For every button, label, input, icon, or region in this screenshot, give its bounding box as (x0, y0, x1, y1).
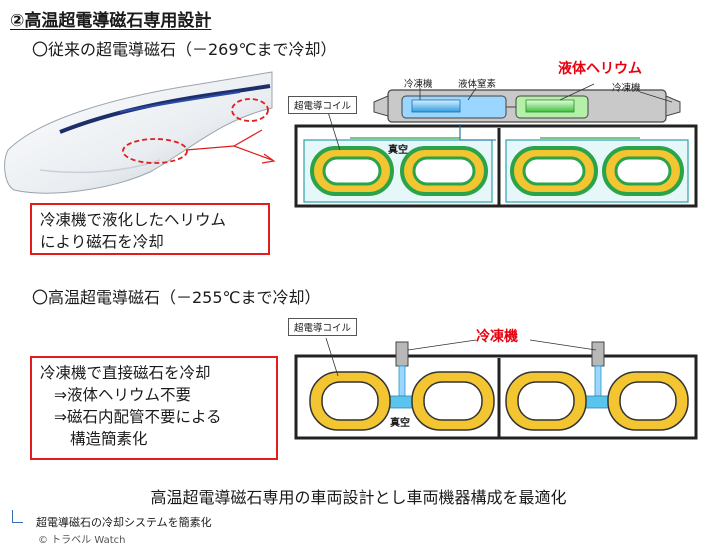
image-caption: 超電導磁石の冷却システムを簡素化 (36, 516, 212, 529)
hts-coil-2 (411, 371, 495, 431)
section2-heading: 〇高温超電導磁石（－255℃まで冷却） (32, 288, 321, 307)
section1-note-line-2: により磁石を冷却 (40, 233, 164, 251)
conventional-magnet-diagram (294, 83, 698, 208)
image-credit: © トラベル Watch (38, 535, 126, 546)
section1-vacuum-label: 真空 (388, 145, 408, 156)
page-title: ②高温超電導磁石専用設計 (10, 11, 212, 31)
coil-2 (400, 146, 488, 196)
section2-note-line-4: 構造簡素化 (70, 430, 148, 448)
section1-heading: 〇従来の超電導磁石（－269℃まで冷却） (32, 40, 337, 59)
section1-note-line-1: 冷凍機で液化したヘリウム (40, 211, 227, 229)
section1-nitrogen-label: 液体窒素 (458, 79, 497, 90)
section1-cooler-right-label: 冷凍機 (612, 83, 641, 94)
section1-note: 冷凍機で液化したヘリウム により磁石を冷却 (30, 203, 270, 255)
hts-magnet-diagram (294, 337, 698, 440)
hts-coil-3 (505, 371, 587, 431)
highlight-ellipse-2 (231, 98, 269, 122)
section1-cooler-left-label: 冷凍機 (404, 79, 433, 90)
section1-coil-label: 超電導コイル (288, 96, 358, 114)
section2-note: 冷凍機で直接磁石を冷却 ⇒液体ヘリウム不要 ⇒磁石内配管不要による 構造簡素化 (30, 356, 278, 460)
section2-vacuum-label: 真空 (390, 418, 410, 429)
section2-note-line-1: 冷凍機で直接磁石を冷却 (40, 364, 211, 382)
section2-coil-label: 超電導コイル (288, 318, 358, 336)
hts-coil-4 (607, 371, 689, 431)
coil-3 (510, 146, 598, 196)
section2-note-line-3: ⇒磁石内配管不要による (54, 408, 222, 426)
summary-text: 高温超電導磁石専用の車両設計とし車両機器構成を最適化 (150, 488, 567, 507)
coil-1 (310, 146, 394, 196)
maglev-train-image (4, 71, 276, 194)
hts-coil-1 (309, 371, 391, 431)
section2-cooler-label: 冷凍機 (476, 329, 518, 345)
section1-helium-label: 液体ヘリウム (558, 61, 642, 77)
coil-4 (602, 146, 684, 196)
highlight-ellipse-1 (122, 138, 188, 164)
caption-corner-icon (12, 510, 23, 523)
section2-note-line-2: ⇒液体ヘリウム不要 (54, 386, 191, 404)
